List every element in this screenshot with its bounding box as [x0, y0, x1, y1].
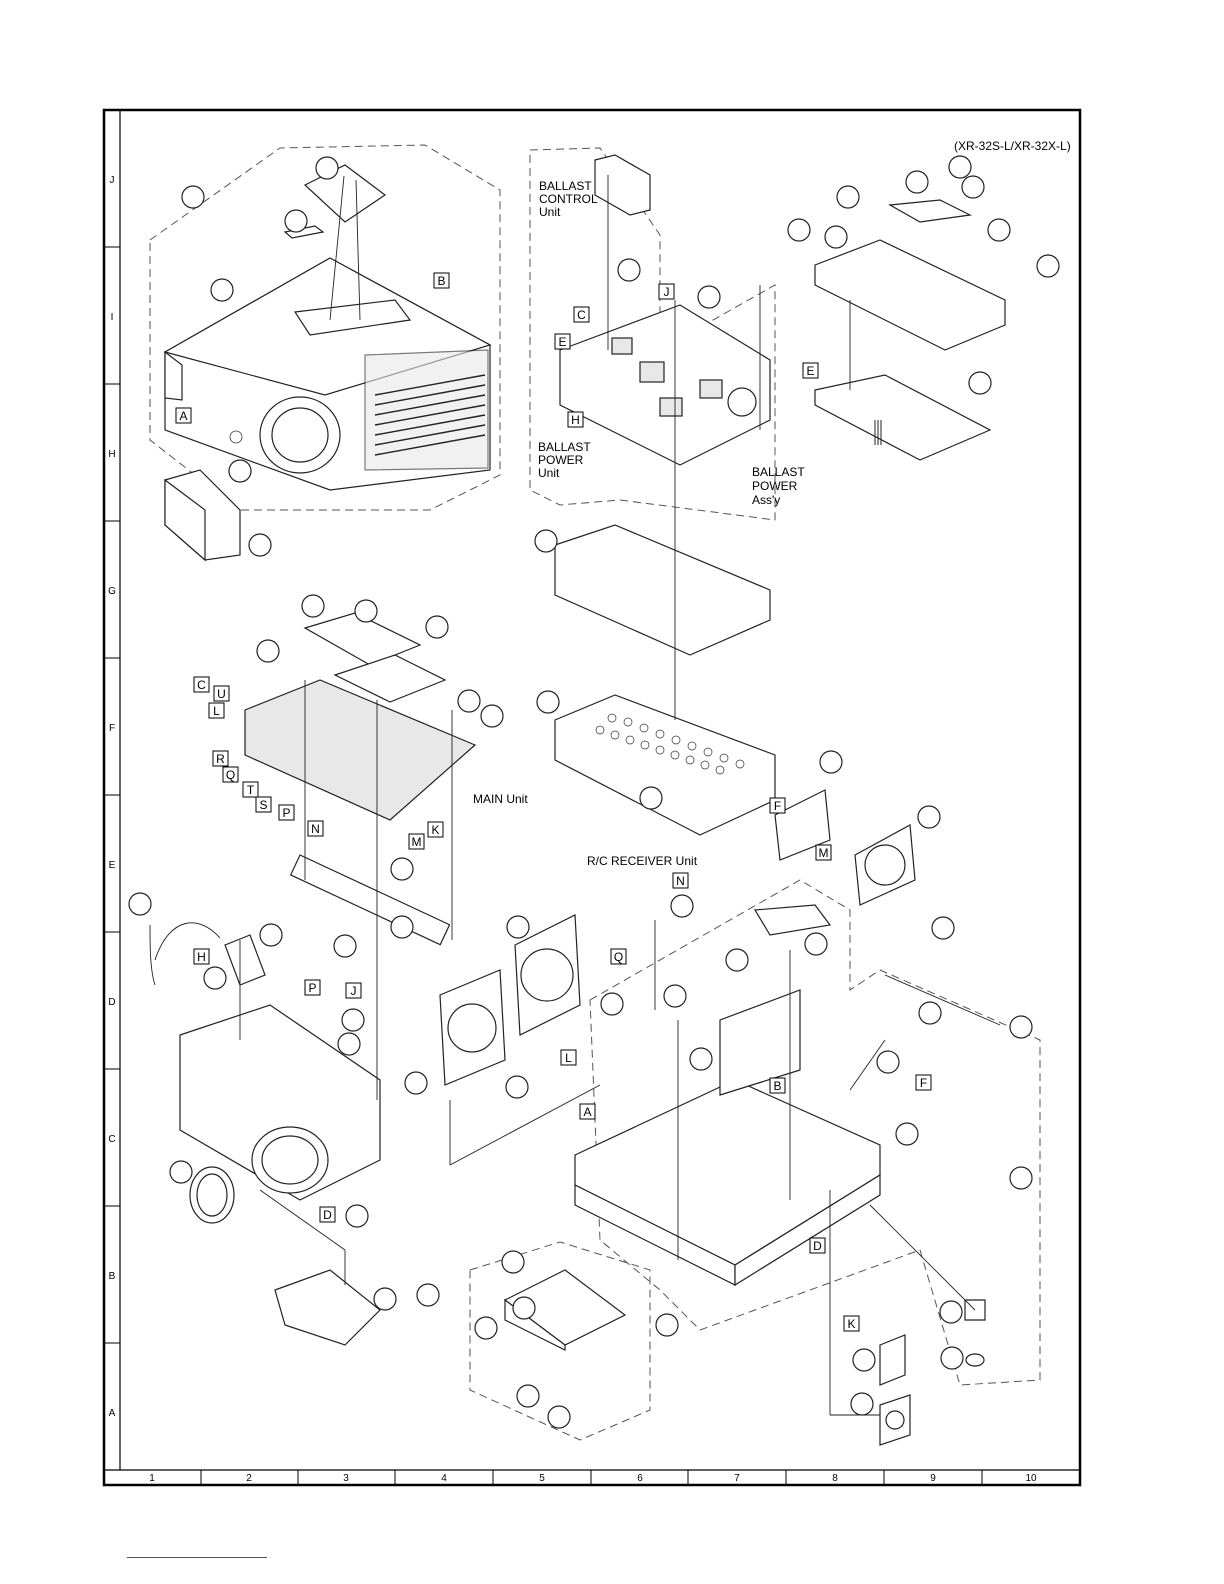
- connector-tag: M: [819, 846, 829, 860]
- ballast-power-assy-label: BALLAST POWER Ass'y: [752, 465, 805, 507]
- connector-tag: Q: [614, 950, 623, 964]
- connector-tag: D: [323, 1208, 332, 1222]
- connector-tag: N: [676, 874, 685, 888]
- column-label-8: 8: [832, 1473, 838, 1484]
- column-label-10: 10: [1025, 1473, 1037, 1484]
- connector-tag: N: [311, 822, 320, 836]
- row-label-h: H: [108, 449, 115, 460]
- upper-shield: [555, 525, 770, 655]
- row-label-d: D: [108, 997, 115, 1008]
- row-label-a: A: [109, 1408, 116, 1419]
- row-label-e: E: [109, 860, 116, 871]
- column-label-9: 9: [930, 1473, 936, 1484]
- connector-tag: P: [308, 981, 316, 995]
- connector-tag: P: [282, 806, 290, 820]
- column-label-5: 5: [539, 1473, 545, 1484]
- exhaust-fan: [775, 790, 915, 905]
- connector-tag: C: [197, 678, 206, 692]
- connector-tag: E: [806, 364, 814, 378]
- connector-tag: S: [259, 798, 267, 812]
- connector-tag: Q: [226, 768, 235, 782]
- intake-fan: [440, 915, 580, 1085]
- connector-tag: H: [197, 950, 206, 964]
- ballast-power-unit-line-1: BALLAST: [538, 440, 591, 454]
- connector-tag: F: [920, 1076, 927, 1090]
- bottom-cabinet: [575, 990, 880, 1285]
- ballast-power-assy-line-3: Ass'y: [752, 493, 780, 507]
- connector-tag: K: [847, 1317, 855, 1331]
- ballast-power-assy-line-1: BALLAST: [752, 465, 805, 479]
- column-label-7: 7: [734, 1473, 740, 1484]
- ballast-control-line-3: Unit: [539, 205, 561, 219]
- connector-tag: M: [412, 835, 422, 849]
- connector-tag: U: [217, 687, 226, 701]
- column-label-4: 4: [441, 1473, 447, 1484]
- ballast-power-board: [560, 305, 770, 465]
- cage-shield: [555, 695, 775, 835]
- column-label-1: 1: [149, 1473, 155, 1484]
- ballast-power-assy-line-2: POWER: [752, 479, 798, 493]
- connector-tag: L: [565, 1051, 572, 1065]
- connector-tag: C: [577, 308, 586, 322]
- connector-tag: E: [558, 335, 566, 349]
- row-label-f: F: [109, 723, 115, 734]
- row-label-b: B: [109, 1271, 116, 1282]
- column-label-6: 6: [637, 1473, 643, 1484]
- connector-tag: R: [216, 752, 225, 766]
- column-label-2: 2: [246, 1473, 252, 1484]
- ballast-control-line-1: BALLAST: [539, 179, 592, 193]
- main-board: [245, 613, 475, 945]
- connector-tag: F: [774, 799, 781, 813]
- ballast-control-board: [595, 155, 650, 215]
- vent-foil: [755, 905, 830, 935]
- connector-tag: B: [437, 274, 445, 288]
- ballast-power-unit-line-2: POWER: [538, 453, 584, 467]
- ballast-power-unit-line-3: Unit: [538, 466, 560, 480]
- row-label-i: I: [111, 312, 114, 323]
- model-note-text: (XR-32S-L/XR-32X-L): [954, 139, 1071, 153]
- connector-tag: J: [351, 984, 357, 998]
- connector-tag: K: [431, 823, 439, 837]
- main-unit-label: MAIN Unit: [473, 792, 528, 806]
- connector-tag: J: [664, 285, 670, 299]
- ballast-control-label: BALLAST CONTROL Unit: [539, 179, 598, 219]
- connector-tag: D: [813, 1239, 822, 1253]
- connector-tag: A: [583, 1105, 591, 1119]
- ballast-power-unit-label: BALLAST POWER Unit: [538, 440, 591, 480]
- lens-cover: [165, 470, 240, 560]
- footer-link-underline[interactable]: [127, 1557, 267, 1558]
- connector-tag: H: [571, 413, 580, 427]
- rc-receiver-label: R/C RECEIVER Unit: [587, 854, 698, 868]
- model-note: (XR-32S-L/XR-32X-L): [954, 139, 1071, 153]
- speaker: [880, 1335, 910, 1445]
- column-label-3: 3: [343, 1473, 349, 1484]
- connector-tag: T: [247, 783, 255, 797]
- ballast-control-line-2: CONTROL: [539, 192, 598, 206]
- row-label-j: J: [110, 175, 115, 186]
- row-label-c: C: [108, 1134, 115, 1145]
- optical-engine: [180, 1005, 380, 1345]
- connector-tag: B: [773, 1079, 781, 1093]
- row-label-g: G: [108, 586, 116, 597]
- connector-tag: L: [213, 704, 220, 718]
- connector-tag: A: [179, 409, 187, 423]
